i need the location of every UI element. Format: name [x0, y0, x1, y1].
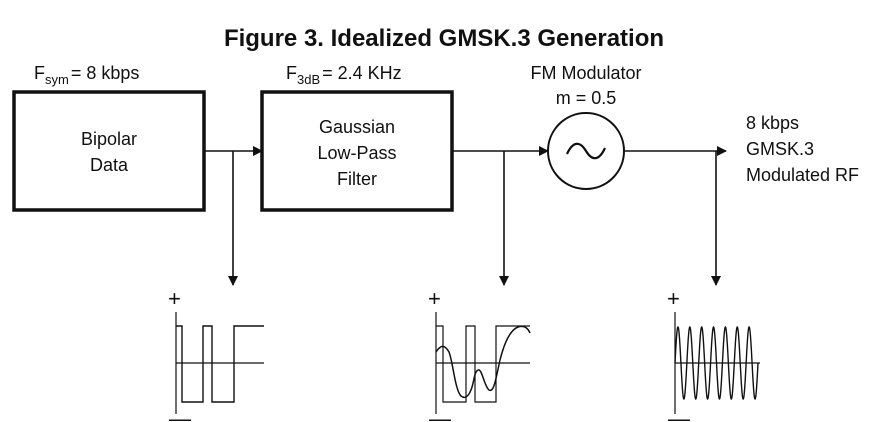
- gaussian-label-line1: Gaussian: [319, 117, 395, 137]
- minus-sign: —: [429, 406, 451, 422]
- bipolar-label-line1: Bipolar: [81, 129, 137, 149]
- fm-modulator-label: FM Modulator: [530, 63, 641, 83]
- plus-sign: +: [428, 286, 441, 311]
- minus-sign: —: [668, 406, 690, 422]
- waveform-rf: + —: [667, 286, 760, 422]
- plus-sign: +: [168, 286, 181, 311]
- gaussian-smoothed-wave: [435, 325, 531, 399]
- gaussian-label-line2: Low-Pass: [317, 143, 396, 163]
- reference-square-wave: [436, 325, 530, 403]
- f3db-subscript: 3dB: [297, 72, 320, 87]
- rf-carrier-wave: [674, 325, 759, 401]
- tilde-icon: [566, 142, 606, 160]
- f3db-value: = 2.4 KHz: [322, 63, 402, 83]
- minus-sign: —: [169, 406, 191, 422]
- bipolar-label-line2: Data: [90, 155, 129, 175]
- output-label-line1: 8 kbps: [746, 113, 799, 133]
- f3db-main: F: [286, 63, 297, 83]
- figure-title: Figure 3. Idealized GMSK.3 Generation: [224, 25, 664, 52]
- waveform-bipolar: + —: [168, 286, 264, 422]
- fsym-main: F: [34, 63, 45, 83]
- f3db-label: F3dB= 2.4 KHz: [286, 63, 402, 87]
- plus-sign: +: [667, 286, 680, 311]
- bipolar-square-wave: [176, 325, 264, 403]
- modulation-index-label: m = 0.5: [556, 88, 617, 108]
- fsym-value: = 8 kbps: [71, 63, 140, 83]
- waveform-filtered: + —: [428, 286, 531, 422]
- bipolar-data-block: [12, 90, 206, 212]
- fsym-subscript: sym: [45, 72, 69, 87]
- output-label-line2: GMSK.3: [746, 139, 814, 159]
- fsym-label: Fsym= 8 kbps: [34, 63, 139, 87]
- output-label-line3: Modulated RF: [746, 165, 859, 185]
- gaussian-label-line3: Filter: [337, 169, 377, 189]
